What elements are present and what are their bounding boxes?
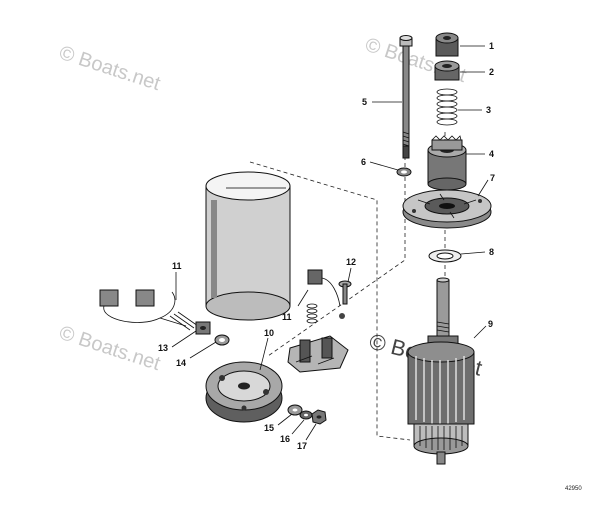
callout-9: 9: [488, 319, 493, 329]
frame-housing: [205, 171, 291, 321]
callout-12: 12: [346, 257, 356, 267]
callout-4: 4: [489, 149, 494, 159]
callout-16: 16: [280, 434, 290, 444]
callout-7: 7: [490, 173, 495, 183]
part-11-brush-set-left: [99, 289, 199, 331]
callout-3: 3: [486, 105, 491, 115]
callout-8: 8: [489, 247, 494, 257]
part-9-armature: [407, 277, 475, 465]
part-5-through-bolt: [399, 35, 413, 159]
callout-17: 17: [297, 441, 307, 451]
part-6-lock-washer: [396, 167, 412, 177]
part-4-drive-pinion: [427, 135, 467, 191]
callout-6: 6: [361, 157, 366, 167]
part-15-washer: [287, 404, 303, 416]
callout-14: 14: [176, 358, 186, 368]
callout-11-left: 11: [172, 261, 182, 271]
assembly-dash-outer: [249, 161, 411, 441]
callout-2: 2: [489, 67, 494, 77]
callout-15: 15: [264, 423, 274, 433]
part-11-brush-spring-right: [306, 269, 341, 324]
part-17-nut: [311, 409, 327, 425]
part-10-end-frame: [205, 361, 283, 423]
callout-10: 10: [264, 328, 274, 338]
figure-reference: 42950: [565, 486, 582, 492]
watermark-top-left: © Boats.net: [56, 42, 163, 95]
part-1-nut: [435, 32, 459, 57]
part-14-washer: [214, 334, 230, 346]
callout-5: 5: [362, 97, 367, 107]
part-12-screw: [338, 280, 352, 319]
part-16-lock-washer: [299, 410, 313, 420]
part-13-terminal-nut: [195, 321, 211, 335]
part-2-spacer: [434, 60, 460, 81]
brush-holder-assembly: [287, 335, 349, 373]
part-7-end-cap: [402, 189, 492, 229]
part-8-thrust-washer: [428, 249, 462, 263]
part-3-spring: [436, 88, 458, 126]
callout-11-right: 11: [282, 312, 292, 322]
leader-lines: [171, 45, 489, 441]
watermark-bottom-left: © Boats.net: [56, 322, 163, 375]
callout-13: 13: [158, 343, 168, 353]
callout-1: 1: [489, 41, 494, 51]
